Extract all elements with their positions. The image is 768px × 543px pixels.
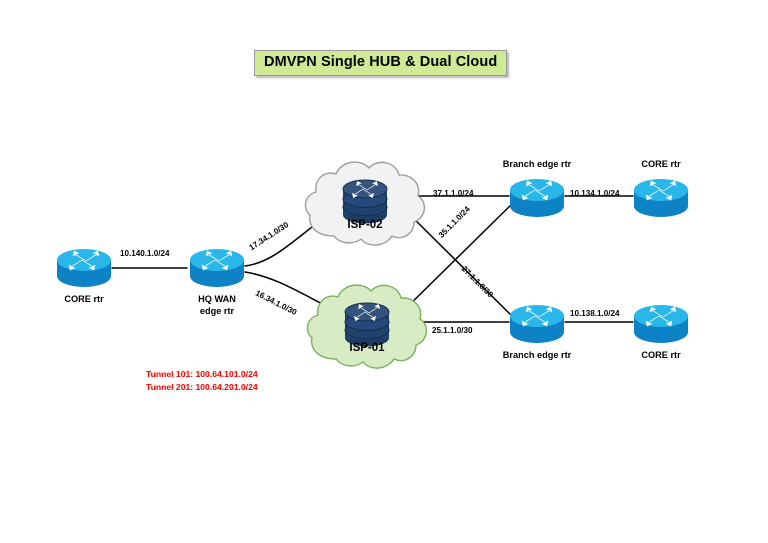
router-node-label-branch-edge-top: Branch edge rtr [502, 159, 572, 170]
router-node-label-hq-wan-edge: HQ WAN edge rtr [198, 294, 236, 318]
link-label-core-hq: 10.140.1.0/24 [120, 249, 170, 258]
link-label-branchbottom-core: 10.138.1.0/24 [570, 309, 620, 318]
router-node-label-branch-edge-bottom: Branch edge rtr [502, 350, 572, 360]
router-node-hq-wan-edge[interactable]: HQ WAN edge rtr [189, 245, 245, 316]
router-node-label-core-bottom-right: CORE rtr [641, 350, 681, 360]
cloud-node-label-isp-02: ISP-02 [347, 219, 383, 231]
cloud-node-label-isp-01: ISP-01 [349, 342, 385, 354]
router-node-label-core-top-right: CORE rtr [641, 159, 681, 170]
router-node-core-top-right[interactable]: CORE rtr [633, 159, 689, 221]
link-line-isp01-branchtop [395, 199, 517, 319]
tunnel-legend: Tunnel 101: 100.64.101.0/24 Tunnel 201: … [146, 368, 258, 395]
hq-wan-label-line2: edge rtr [199, 305, 235, 316]
tunnel-legend-line-101: Tunnel 101: 100.64.101.0/24 [146, 369, 258, 379]
page-title: DMVPN Single HUB & Dual Cloud [254, 50, 508, 77]
router-icon [189, 245, 245, 291]
router-node-label-core-left: CORE rtr [64, 294, 104, 304]
router-node-branch-edge-top[interactable]: Branch edge rtr [503, 159, 571, 221]
router-node-core-left[interactable]: CORE rtr [56, 245, 112, 304]
link-label-isp01-branchbottom: 25.1.1.0/30 [432, 326, 473, 335]
router-node-branch-edge-bottom[interactable]: Branch edge rtr [503, 301, 571, 360]
link-label-isp02-branchtop: 37.1.1.0/24 [433, 189, 474, 198]
router-icon [509, 301, 565, 347]
router-node-core-bottom-right[interactable]: CORE rtr [633, 301, 689, 360]
router-icon [509, 175, 565, 221]
link-label-branchtop-core: 10.134.1.0/24 [570, 189, 620, 198]
tunnel-legend-line-201: Tunnel 201: 100.64.201.0/24 [146, 382, 258, 393]
cloud-node-isp-02[interactable]: ISP-02 [300, 152, 430, 256]
router-icon [633, 175, 689, 221]
router-icon [633, 301, 689, 347]
hq-wan-label-line1: HQ WAN [198, 294, 236, 304]
cloud-node-isp-01[interactable]: ISP-01 [302, 275, 432, 379]
router-icon [56, 245, 112, 291]
